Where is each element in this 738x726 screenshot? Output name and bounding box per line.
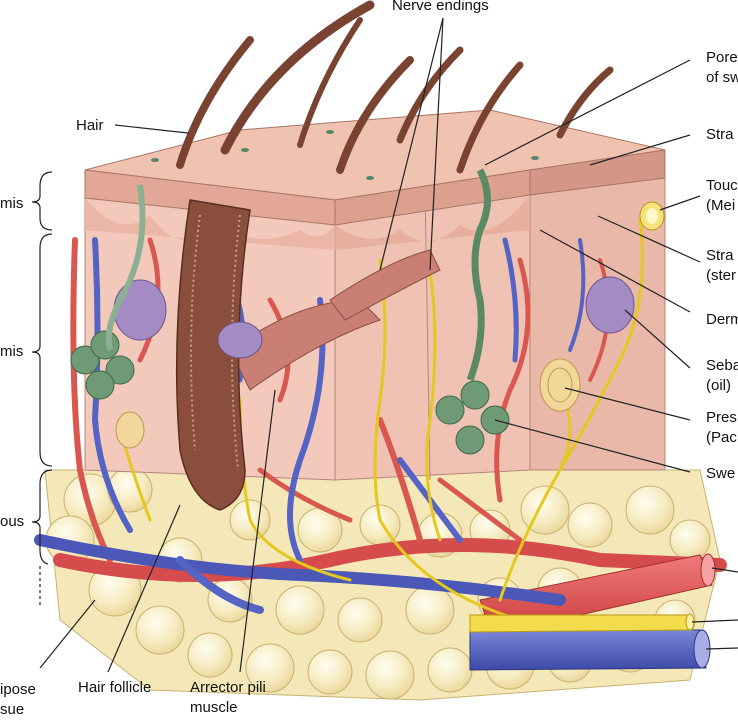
hairs	[176, 0, 614, 174]
label-hair-follicle: Hair follicle	[78, 679, 152, 696]
pacinian-corpuscles	[115, 358, 581, 449]
label-subcutaneous: ous	[0, 513, 25, 530]
label-sebaceous-gland: Seba(oil)	[706, 357, 738, 394]
label-stratum-basale: Stra(ster	[706, 247, 736, 284]
arrector-muscles	[229, 249, 441, 391]
large-vein	[469, 629, 711, 671]
meissner-corpuscle	[639, 201, 665, 231]
nerve-bundle	[469, 613, 695, 633]
label-stratum-corneum: Stra	[706, 126, 734, 143]
label-touch-receptor: Touc(Mei	[706, 177, 738, 214]
label-pressure-receptor: Pres(Pac	[706, 409, 737, 446]
label-dermal-papilla: Derm	[706, 311, 738, 328]
label-nerve-endings: Nerve endings	[392, 0, 489, 14]
label-dermis: mis	[0, 343, 24, 360]
label-lines	[39, 17, 738, 673]
sebaceous-glands	[113, 276, 635, 359]
label-epidermis: mis	[0, 195, 24, 212]
sweat-glands	[70, 168, 510, 455]
label-hair: Hair	[76, 117, 104, 134]
label-sweat-gland: Swe	[706, 465, 736, 482]
layer-brackets	[31, 171, 53, 608]
